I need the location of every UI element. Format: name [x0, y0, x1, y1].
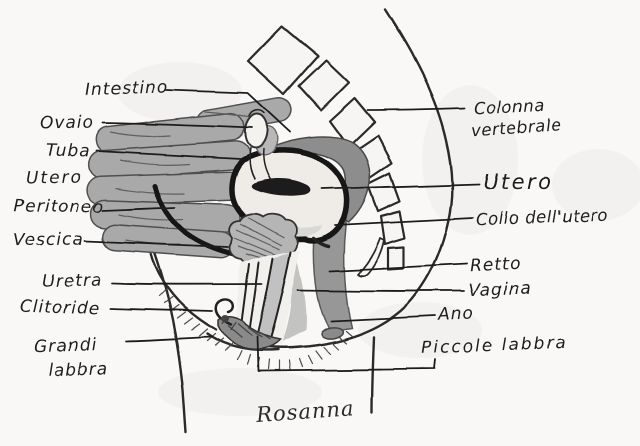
label-grandi-labbra-line1: Grandi [34, 335, 98, 357]
leader-vescica [84, 240, 229, 248]
uterus-wash [248, 213, 322, 237]
label-peritoneo: Peritoneo [14, 196, 104, 218]
label-grandi-labbra-line2: labbra [48, 359, 109, 381]
vaginal-canal-fill [257, 252, 291, 341]
vertebra [366, 171, 402, 213]
label-retto: Retto [470, 254, 522, 277]
leader-utero-right [321, 183, 480, 190]
leader-intestino [165, 89, 291, 133]
vertebra [379, 209, 407, 246]
label-vescica: Vescica [13, 229, 84, 250]
vertebra [246, 24, 320, 96]
labels: Intestino Ovaio Tuba Utero Peritoneo Ves… [13, 77, 609, 381]
thigh-back-line [370, 335, 376, 414]
vertebral-column [246, 24, 407, 277]
clitoris-shape [214, 298, 235, 327]
leader-ano [330, 315, 437, 322]
leader-collo-utero [334, 217, 474, 226]
leader-ovaio [102, 122, 253, 129]
intestine-shading [109, 111, 256, 245]
leader-colonna-vertebrale [367, 107, 466, 111]
label-vagina: Vagina [468, 279, 532, 301]
leader-clitoride [109, 307, 213, 312]
coccyx [357, 237, 385, 277]
intestines [85, 96, 293, 259]
urethra-vagina-group [235, 250, 300, 345]
label-tuba: Tuba [46, 141, 91, 162]
pubic-hair-strokes [158, 288, 354, 371]
anus-shape [320, 326, 344, 340]
uterine-cavity [251, 179, 311, 197]
label-utero-left: Utero [26, 168, 83, 189]
leader-uretra [111, 282, 263, 286]
vertebra [386, 245, 406, 271]
fallopian-tube-lines [248, 109, 271, 181]
leader-tuba [95, 150, 242, 160]
label-intestino: Intestino [85, 77, 169, 100]
paper-texture [118, 62, 640, 416]
label-colonna-line1: Colonna [474, 96, 546, 119]
leader-peritoneo [101, 206, 176, 211]
label-ano: Ano [437, 303, 474, 324]
clitoris-bulb [221, 315, 229, 323]
recto-vaginal-wash [282, 255, 307, 342]
mons-outline [148, 250, 218, 332]
back-outline [266, 8, 454, 349]
bladder-shading [233, 217, 285, 263]
label-clitoride: Clitoride [20, 297, 101, 320]
label-piccole-labbra: Piccole labbra [421, 333, 568, 358]
leader-vagina [297, 289, 465, 292]
vertebra [297, 58, 351, 112]
label-uretra: Uretra [42, 271, 102, 292]
label-ovaio: Ovaio [40, 112, 94, 133]
cervix-marks [312, 236, 331, 248]
leader-lines [84, 89, 480, 372]
ovary-shape [243, 113, 269, 149]
leader-retto [329, 263, 468, 272]
bracket-piccole-labbra [256, 336, 436, 372]
vagina-lines [256, 251, 292, 342]
label-collo-utero: Collo dell'utero [476, 206, 609, 230]
ovary-group [243, 109, 279, 181]
vestibule-shading [227, 323, 271, 341]
leader-grandi-labbra [125, 336, 213, 342]
label-utero-right: Utero [483, 170, 554, 194]
peritoneum-line [152, 183, 241, 258]
